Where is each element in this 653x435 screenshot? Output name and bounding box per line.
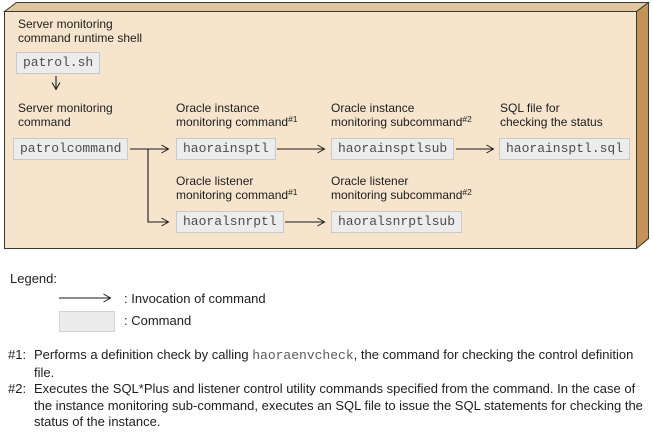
legend-arrow-label: : Invocation of command bbox=[124, 291, 266, 306]
label-line: Server monitoring bbox=[18, 101, 113, 115]
footnote-ref: #2 bbox=[462, 187, 472, 197]
footnote-ref: #2 bbox=[462, 114, 472, 124]
command-box-haorainsptl: haorainsptl bbox=[176, 138, 276, 160]
label-line: SQL file for bbox=[500, 101, 560, 115]
label-runtime-shell: Server monitoring command runtime shell bbox=[18, 17, 142, 45]
label-line: Oracle listener bbox=[176, 174, 254, 188]
footnote-text: Performs a definition check by calling h… bbox=[34, 347, 646, 381]
label-oracle-listener-command: Oracle listener monitoring command#1 bbox=[176, 174, 298, 202]
panel-front-face bbox=[4, 11, 637, 249]
legend-command-box-swatch bbox=[59, 311, 115, 332]
command-box-haoralsnrptlsub: haoralsnrptlsub bbox=[331, 211, 463, 233]
legend-arrow-icon bbox=[59, 293, 112, 303]
label-line: monitoring command bbox=[176, 115, 289, 129]
arrow-patrolcommand-to-haoralsnrptl bbox=[147, 149, 170, 227]
label-line: monitoring subcommand bbox=[331, 115, 463, 129]
label-line: Oracle instance bbox=[176, 101, 260, 115]
footnote-marker: #2: bbox=[8, 381, 27, 396]
footnotes: #1: Performs a definition check by calli… bbox=[8, 347, 650, 432]
footnote-2: #2: Executes the SQL*Plus and listener c… bbox=[8, 381, 650, 432]
footnote-text-part: , the command for checking the control d… bbox=[34, 347, 634, 380]
footnote-text: Executes the SQL*Plus and listener contr… bbox=[34, 381, 646, 432]
invocation-arrows bbox=[51, 76, 495, 227]
label-line: checking the status bbox=[500, 115, 603, 129]
footnote-ref: #1 bbox=[288, 114, 298, 124]
footnote-ref: #1 bbox=[288, 187, 298, 197]
label-line: Oracle listener bbox=[331, 174, 409, 188]
label-oracle-instance-command: Oracle instance monitoring command#1 bbox=[176, 101, 298, 129]
label-line: Server monitoring bbox=[18, 17, 113, 31]
footnote-marker: #1: bbox=[8, 347, 27, 362]
footnote-text-part: Performs a definition check by calling bbox=[34, 347, 253, 362]
command-box-haorainsptl-sql: haorainsptl.sql bbox=[499, 138, 631, 160]
label-sql-file: SQL file for checking the status bbox=[500, 101, 603, 129]
diagram-panel: Server monitoring command runtime shell … bbox=[3, 1, 650, 250]
label-line: monitoring command bbox=[176, 188, 289, 202]
label-line: command bbox=[18, 115, 71, 129]
footnote-text-part: Executes the SQL*Plus and listener contr… bbox=[34, 381, 643, 429]
panel-top-face bbox=[3, 2, 650, 12]
footnote-1: #1: Performs a definition check by calli… bbox=[8, 347, 650, 381]
inline-command-name: haoraenvcheck bbox=[252, 348, 354, 363]
command-box-patrolcommand: patrolcommand bbox=[13, 138, 129, 160]
label-oracle-listener-subcommand: Oracle listener monitoring subcommand#2 bbox=[331, 174, 472, 202]
label-line: monitoring subcommand bbox=[331, 188, 463, 202]
command-box-haorainsptlsub: haorainsptlsub bbox=[331, 138, 455, 160]
command-box-patrol-sh: patrol.sh bbox=[16, 52, 101, 74]
command-box-haoralsnrptl: haoralsnrptl bbox=[176, 211, 284, 233]
label-server-monitoring-command: Server monitoring command bbox=[18, 101, 113, 129]
panel-right-face bbox=[636, 1, 649, 250]
panel-background-and-arrows bbox=[3, 1, 650, 250]
label-oracle-instance-subcommand: Oracle instance monitoring subcommand#2 bbox=[331, 101, 472, 129]
label-line: Oracle instance bbox=[331, 101, 415, 115]
legend-box-label: : Command bbox=[124, 313, 192, 328]
legend-title: Legend: bbox=[10, 271, 57, 286]
label-line: command runtime shell bbox=[18, 31, 143, 45]
